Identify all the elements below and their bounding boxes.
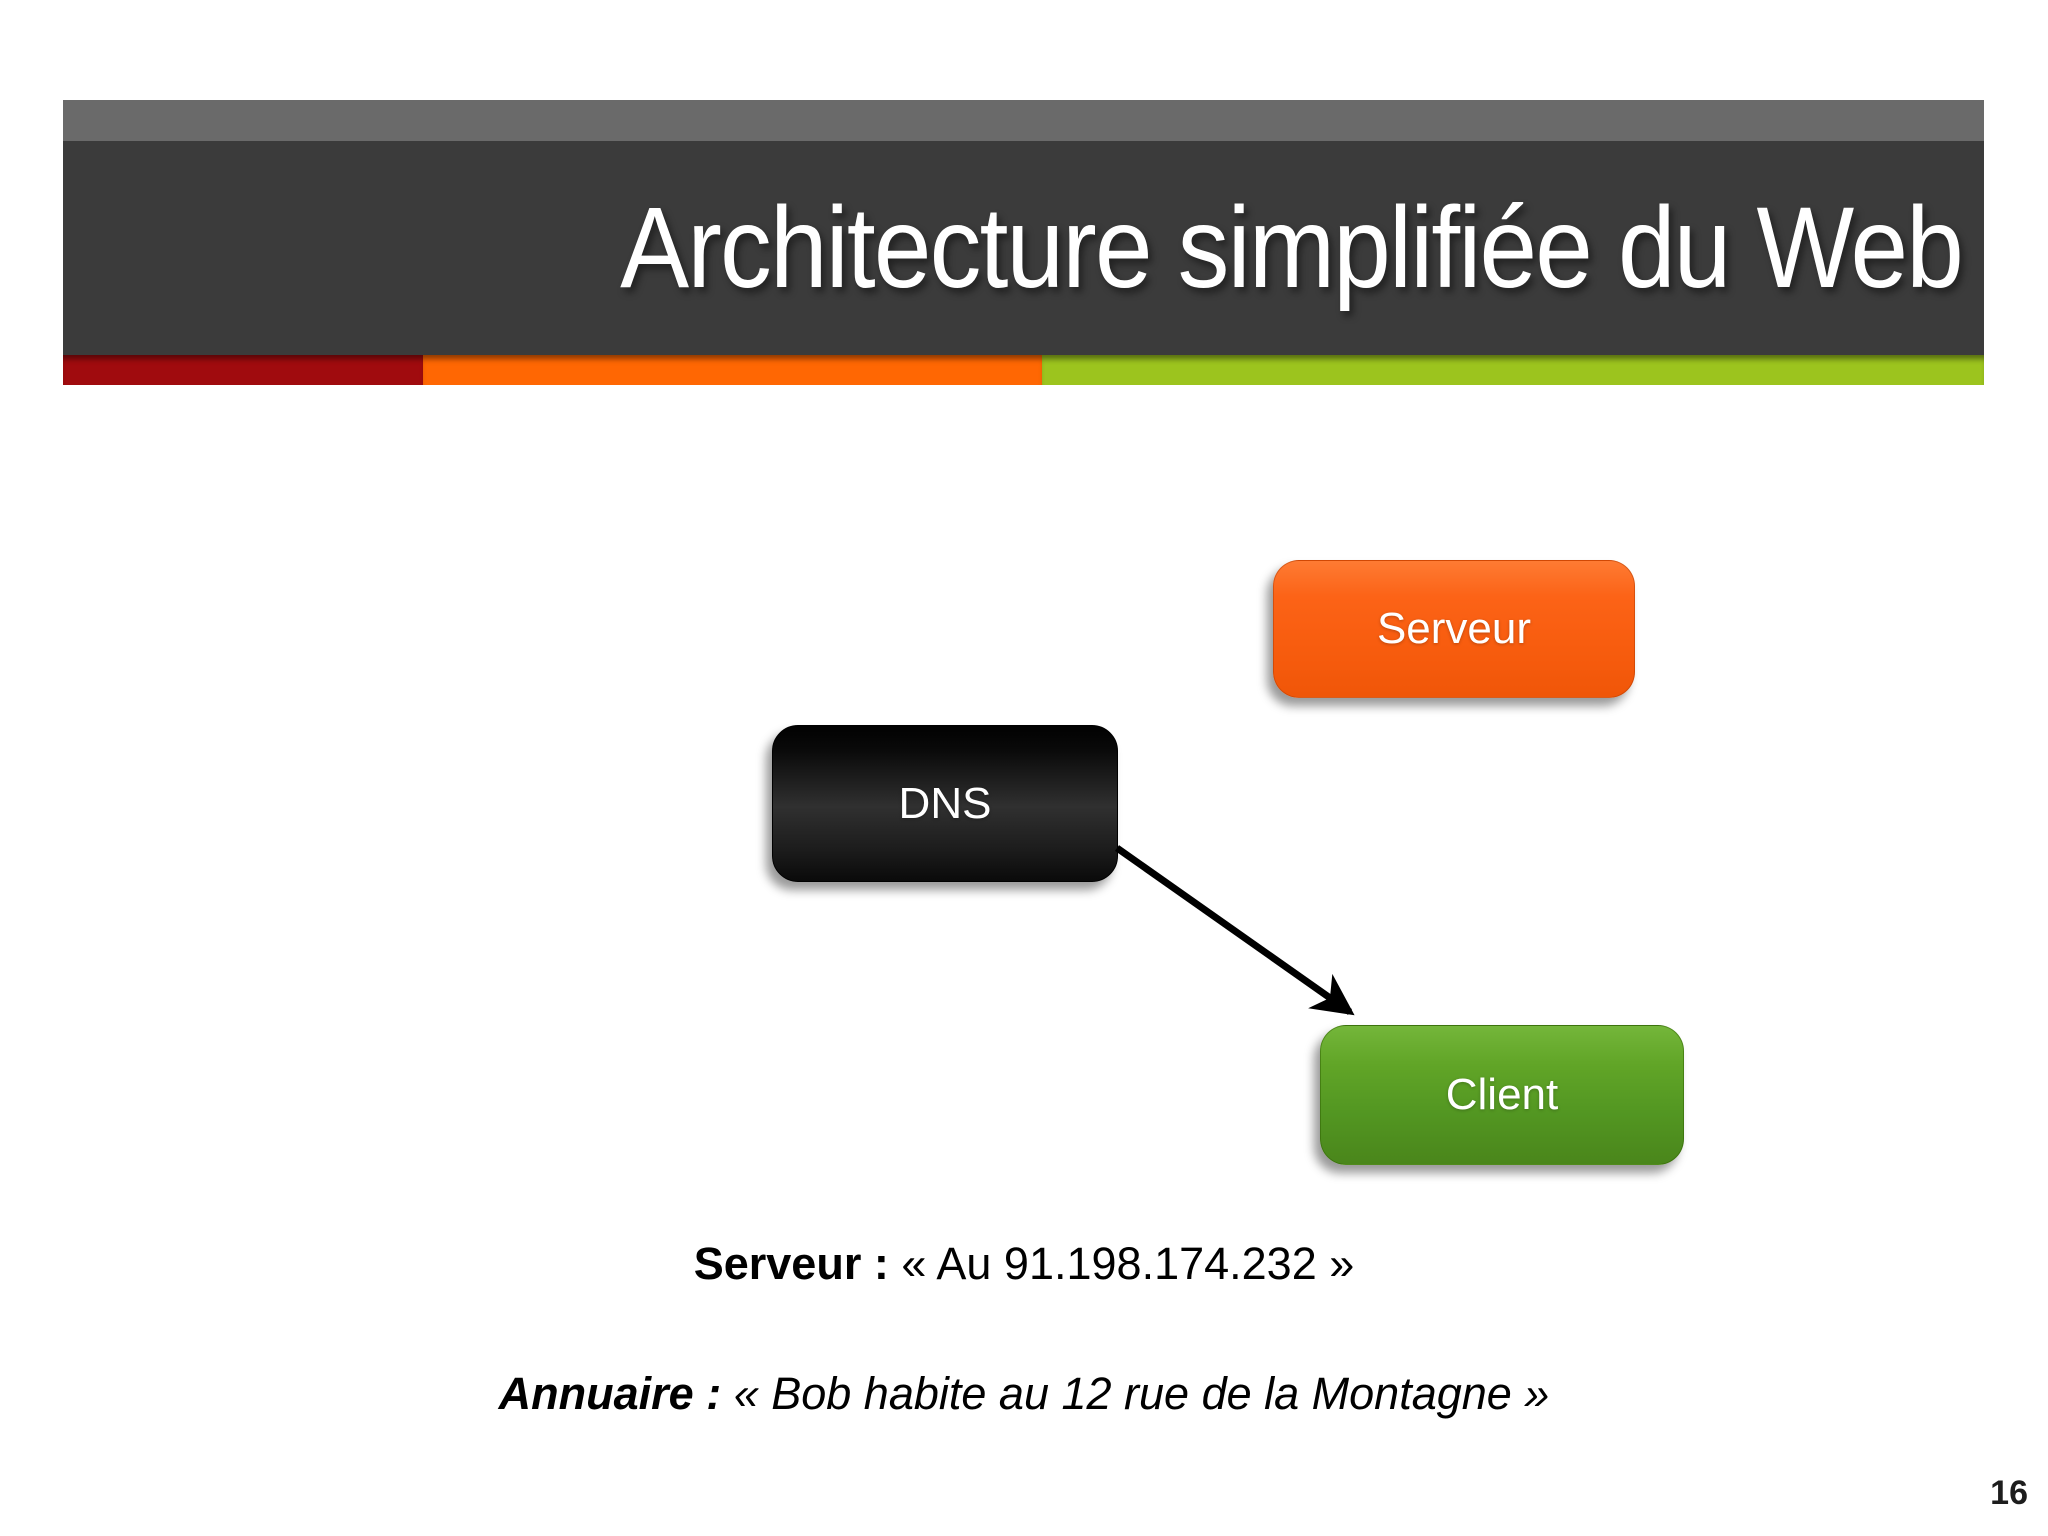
strip-segment-orange (423, 355, 1042, 385)
title-banner: Architecture simplifiée du Web (63, 141, 1984, 355)
node-serveur: Serveur (1273, 560, 1635, 698)
caption-serveur-label: Serveur : (693, 1238, 889, 1289)
page-number: 16 (1990, 1474, 2028, 1512)
strip-segment-green (1042, 355, 1984, 385)
caption-annuaire-label: Annuaire : (498, 1368, 722, 1419)
node-dns-label: DNS (898, 778, 992, 828)
slide-title: Architecture simplifiée du Web (620, 184, 1964, 312)
dns-to-client-arrow-icon (1114, 845, 1355, 1016)
node-dns: DNS (772, 725, 1118, 882)
caption-annuaire: Annuaire : « Bob habite au 12 rue de la … (0, 1368, 2048, 1420)
node-client-label: Client (1445, 1070, 1559, 1119)
node-client: Client (1320, 1025, 1684, 1165)
strip-segment-red (63, 355, 423, 385)
title-banner-top-strip (63, 100, 1984, 141)
caption-annuaire-text: « Bob habite au 12 rue de la Montagne » (733, 1368, 1550, 1419)
caption-serveur: Serveur : « Au 91.198.174.232 » (0, 1238, 2048, 1290)
tricolor-strip (63, 355, 1984, 385)
caption-serveur-text: « Au 91.198.174.232 » (901, 1238, 1355, 1289)
node-serveur-label: Serveur (1376, 604, 1532, 653)
